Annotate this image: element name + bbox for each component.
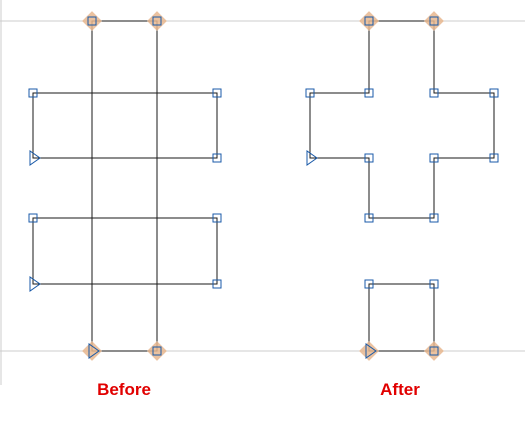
before-panel [28, 11, 222, 361]
highlight-diamond [82, 341, 102, 361]
square-vertex-icon [489, 153, 499, 163]
square-vertex-icon [429, 279, 439, 289]
square-vertex-icon [212, 153, 222, 163]
square-vertex-icon [429, 88, 439, 98]
triangle-start-icon [29, 276, 41, 292]
square-vertex-icon [305, 88, 315, 98]
triangle-start-icon [365, 343, 377, 359]
square-vertex-icon [28, 213, 38, 223]
after-caption: After [380, 380, 420, 399]
square-vertex-icon [364, 153, 374, 163]
square-vertex-icon [364, 88, 374, 98]
highlight-diamond [359, 341, 379, 361]
square-vertex-icon [489, 88, 499, 98]
triangle-start-icon [306, 150, 318, 166]
before-shapes [32, 20, 218, 352]
after-panel [305, 11, 499, 361]
square-vertex-icon [364, 279, 374, 289]
square-vertex-icon [87, 16, 97, 26]
square-vertex-icon [364, 213, 374, 223]
before-highlights [82, 11, 167, 361]
highlight-diamond [424, 11, 444, 31]
after-shapes [309, 20, 495, 352]
square-vertex-icon [212, 213, 222, 223]
before-upper-rect [32, 92, 218, 159]
triangle-start-icon [88, 343, 100, 359]
before-caption: Before [97, 380, 151, 399]
after-cross-shape [309, 20, 495, 219]
highlight-diamond [147, 11, 167, 31]
highlight-diamond [82, 11, 102, 31]
before-lower-rect [32, 217, 218, 285]
square-vertex-icon [28, 88, 38, 98]
highlight-diamond [147, 341, 167, 361]
after-highlights [359, 11, 444, 361]
before-vertices [28, 16, 222, 359]
square-vertex-icon [212, 279, 222, 289]
square-vertex-icon [364, 16, 374, 26]
square-vertex-icon [429, 16, 439, 26]
highlight-diamond [424, 341, 444, 361]
guides [0, 0, 525, 385]
highlight-diamond [359, 11, 379, 31]
square-vertex-icon [429, 153, 439, 163]
square-vertex-icon [152, 16, 162, 26]
square-vertex-icon [152, 346, 162, 356]
square-vertex-icon [429, 213, 439, 223]
after-vertices [305, 16, 499, 359]
square-vertex-icon [429, 346, 439, 356]
after-square-shape [368, 283, 435, 352]
triangle-start-icon [29, 150, 41, 166]
before-vertical-rect [91, 20, 158, 352]
square-vertex-icon [212, 88, 222, 98]
